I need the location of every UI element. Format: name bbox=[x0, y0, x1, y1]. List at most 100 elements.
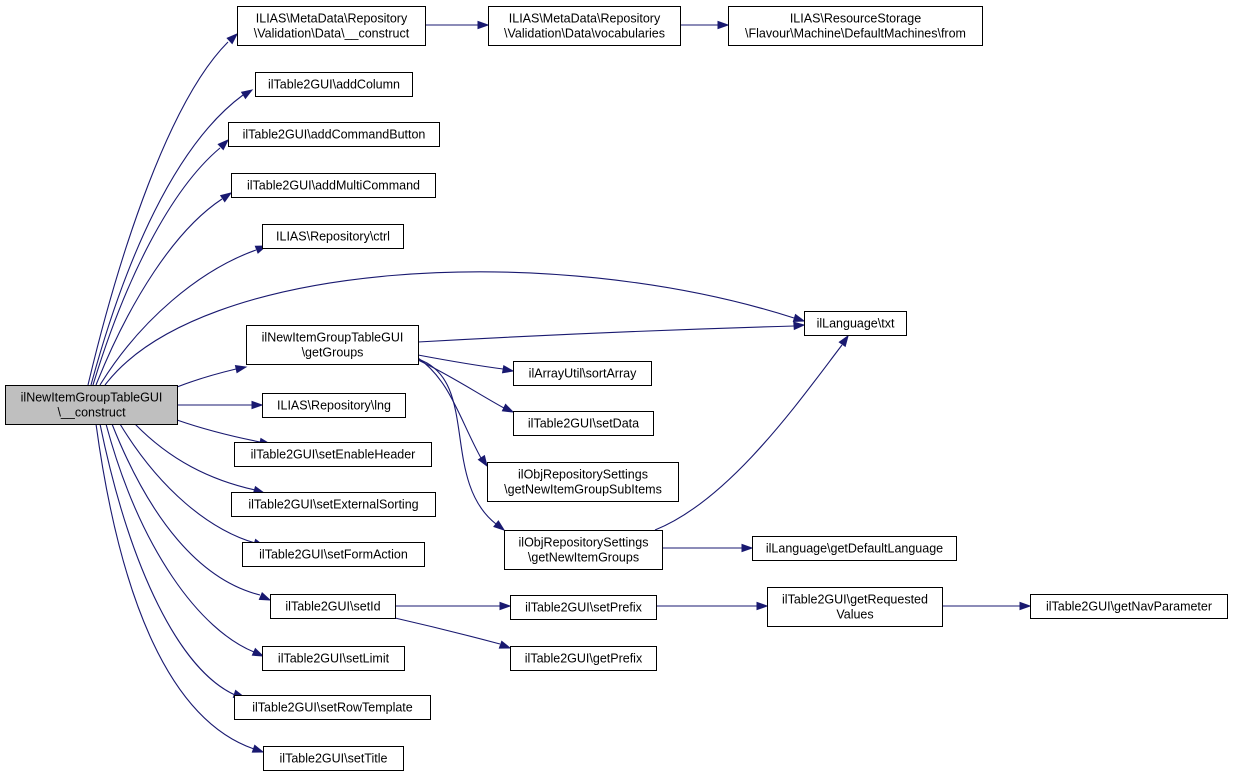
edge-setId-to-setPrefix bbox=[395, 601, 512, 611]
node-box bbox=[504, 530, 663, 570]
edge-line bbox=[176, 368, 237, 388]
edge-line bbox=[176, 419, 261, 443]
node-md_construct[interactable]: ILIAS\MetaData\Repository\Validation\Dat… bbox=[237, 6, 426, 46]
node-box bbox=[234, 695, 431, 720]
node-setTitle[interactable]: ilTable2GUI\setTitle bbox=[263, 746, 404, 771]
node-label: \Flavour\Machine\DefaultMachines\from bbox=[745, 27, 966, 41]
node-txt[interactable]: ilLanguage\txt bbox=[804, 311, 907, 336]
node-addCommandButton[interactable]: ilTable2GUI\addCommandButton bbox=[228, 122, 440, 147]
node-setRowTemplate[interactable]: ilTable2GUI\setRowTemplate bbox=[234, 695, 431, 720]
node-getNewItemGroups[interactable]: ilObjRepositorySettings\getNewItemGroups bbox=[504, 530, 663, 570]
node-label: ilTable2GUI\addColumn bbox=[268, 78, 400, 92]
arrowhead bbox=[499, 601, 512, 611]
edge-getGroups-to-txt bbox=[417, 321, 806, 343]
edge-root-to-setRowTemplate bbox=[99, 423, 246, 698]
node-box bbox=[804, 311, 907, 336]
node-box bbox=[488, 6, 681, 46]
edge-line bbox=[99, 249, 257, 386]
node-sortArray[interactable]: ilArrayUtil\sortArray bbox=[513, 361, 652, 386]
edge-getNewItemGroups-to-getDefaultLanguage bbox=[662, 543, 754, 553]
node-box bbox=[262, 224, 404, 249]
arrowhead bbox=[501, 364, 515, 374]
node-box bbox=[237, 6, 426, 46]
node-box bbox=[242, 542, 425, 567]
arrowhead bbox=[251, 400, 264, 410]
node-label: ilTable2GUI\setFormAction bbox=[259, 548, 408, 562]
arrowhead bbox=[792, 313, 806, 323]
node-getPrefix[interactable]: ilTable2GUI\getPrefix bbox=[510, 646, 657, 671]
node-lng[interactable]: ILIAS\Repository\lng bbox=[262, 393, 406, 418]
node-label: ilObjRepositorySettings bbox=[518, 468, 648, 482]
edge-root-to-lng bbox=[177, 400, 264, 410]
edge-line bbox=[417, 354, 504, 370]
node-getNavParameter[interactable]: ilTable2GUI\getNavParameter bbox=[1030, 594, 1228, 619]
edge-root-to-setLimit bbox=[105, 423, 265, 657]
node-root[interactable]: ilNewItemGroupTableGUI\__construct bbox=[5, 385, 178, 425]
arrowhead bbox=[838, 334, 849, 348]
arrowhead bbox=[258, 591, 272, 601]
edge-line bbox=[134, 423, 256, 491]
edge-root-to-setEnableHeader bbox=[176, 419, 272, 447]
node-box bbox=[5, 385, 178, 425]
node-label: ILIAS\MetaData\Repository bbox=[509, 12, 661, 26]
arrowhead bbox=[793, 321, 806, 331]
edge-getGroups-to-getNewItemGroups bbox=[417, 358, 506, 531]
node-rs_from[interactable]: ILIAS\ResourceStorage\Flavour\Machine\De… bbox=[728, 6, 983, 46]
node-label: ILIAS\ResourceStorage bbox=[790, 12, 921, 26]
edge-setPrefix-to-getRequestedValues bbox=[656, 601, 769, 611]
node-box bbox=[262, 646, 405, 671]
edge-line bbox=[417, 325, 795, 343]
node-box bbox=[262, 393, 406, 418]
node-label: ILIAS\Repository\ctrl bbox=[276, 230, 390, 244]
node-addColumn[interactable]: ilTable2GUI\addColumn bbox=[255, 72, 413, 97]
node-label: ILIAS\MetaData\Repository bbox=[256, 12, 408, 26]
edge-line bbox=[417, 359, 505, 409]
node-box bbox=[1030, 594, 1228, 619]
node-setFormAction[interactable]: ilTable2GUI\setFormAction bbox=[242, 542, 425, 567]
arrowhead bbox=[251, 647, 265, 657]
edge-line bbox=[99, 423, 236, 696]
node-label: ilNewItemGroupTableGUI bbox=[262, 331, 404, 345]
edge-root-to-setTitle bbox=[95, 423, 265, 753]
arrowhead bbox=[493, 520, 506, 531]
node-addMultiCommand[interactable]: ilTable2GUI\addMultiCommand bbox=[231, 173, 436, 198]
edge-root-to-addColumn bbox=[90, 89, 254, 386]
edge-root-to-getGroups bbox=[176, 365, 248, 388]
edge-line bbox=[95, 423, 255, 750]
node-setPrefix[interactable]: ilTable2GUI\setPrefix bbox=[510, 595, 657, 620]
edge-line bbox=[92, 147, 221, 386]
node-getGroups[interactable]: ilNewItemGroupTableGUI\getGroups bbox=[246, 325, 419, 365]
node-label: \Validation\Data\vocabularies bbox=[504, 27, 665, 41]
node-label: ilTable2GUI\setData bbox=[528, 417, 639, 431]
node-setData[interactable]: ilTable2GUI\setData bbox=[513, 411, 654, 436]
edge-root-to-md_construct bbox=[87, 32, 239, 386]
node-getNewItemGroupSubItems[interactable]: ilObjRepositorySettings\getNewItemGroupS… bbox=[487, 462, 679, 502]
node-label: ilLanguage\getDefaultLanguage bbox=[766, 542, 943, 556]
arrowhead bbox=[240, 89, 254, 100]
edge-getGroups-to-setData bbox=[417, 359, 515, 413]
node-setId[interactable]: ilTable2GUI\setId bbox=[270, 594, 396, 619]
node-md_vocab[interactable]: ILIAS\MetaData\Repository\Validation\Dat… bbox=[488, 6, 681, 46]
arrowhead bbox=[234, 365, 248, 374]
call-edges bbox=[87, 20, 1032, 753]
edge-root-to-txt bbox=[104, 271, 806, 386]
node-label: ilLanguage\txt bbox=[817, 317, 895, 331]
node-label: ilArrayUtil\sortArray bbox=[529, 367, 637, 381]
arrowhead bbox=[217, 138, 230, 151]
node-label: \getNewItemGroupSubItems bbox=[504, 483, 662, 497]
node-label: ilTable2GUI\setId bbox=[285, 600, 380, 614]
node-setEnableHeader[interactable]: ilTable2GUI\setEnableHeader bbox=[234, 442, 432, 467]
node-setLimit[interactable]: ilTable2GUI\setLimit bbox=[262, 646, 405, 671]
node-getDefaultLanguage[interactable]: ilLanguage\getDefaultLanguage bbox=[752, 536, 957, 561]
node-setExternalSorting[interactable]: ilTable2GUI\setExternalSorting bbox=[231, 492, 436, 517]
edge-root-to-addCommandButton bbox=[92, 138, 230, 386]
node-label: ilTable2GUI\setRowTemplate bbox=[252, 701, 413, 715]
node-box bbox=[270, 594, 396, 619]
arrowhead bbox=[756, 601, 769, 611]
edge-line bbox=[119, 423, 256, 544]
node-ctrl[interactable]: ILIAS\Repository\ctrl bbox=[262, 224, 404, 249]
node-box bbox=[246, 325, 419, 365]
node-box bbox=[513, 361, 652, 386]
